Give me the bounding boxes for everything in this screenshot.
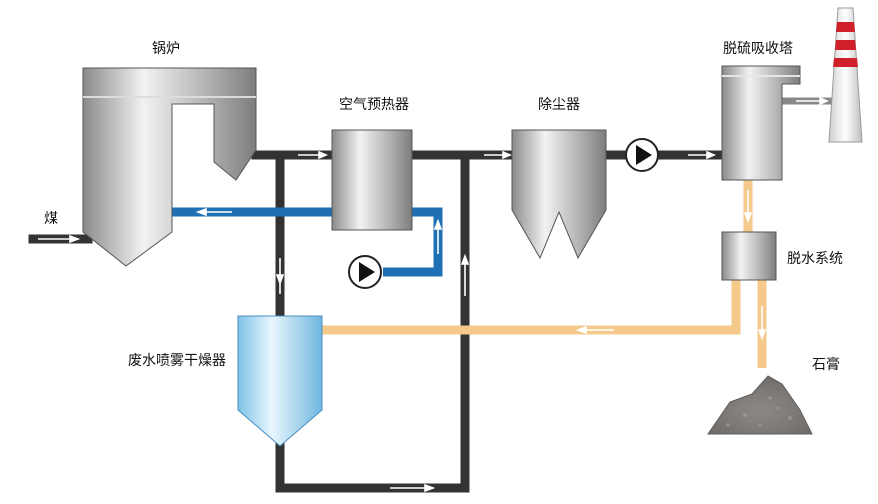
dust-collector xyxy=(511,129,607,260)
coal-label: 煤 xyxy=(44,211,58,227)
spray-dryer xyxy=(237,315,323,447)
gypsum-texture xyxy=(726,396,792,427)
flow-arrows xyxy=(38,96,830,493)
air-preheater-label: 空气预热器 xyxy=(339,97,409,113)
booster-fan-icon xyxy=(625,138,659,172)
desulfurization-tower xyxy=(721,65,801,181)
gypsum-label: 石膏 xyxy=(812,357,840,373)
spray-dryer-label: 废水喷雾干燥器 xyxy=(128,353,226,369)
boiler xyxy=(82,67,257,267)
chimney xyxy=(828,7,863,143)
dewatering-system-label: 脱水系统 xyxy=(787,251,843,267)
air-blower-icon xyxy=(348,255,382,289)
dust-collector-label: 除尘器 xyxy=(538,97,580,113)
air-preheater xyxy=(331,129,413,231)
boiler-label: 锅炉 xyxy=(152,41,180,57)
desulfurization-tower-label: 脱硫吸收塔 xyxy=(723,41,793,57)
gypsum-pile-icon xyxy=(707,375,813,435)
dewatering-system xyxy=(721,231,777,281)
